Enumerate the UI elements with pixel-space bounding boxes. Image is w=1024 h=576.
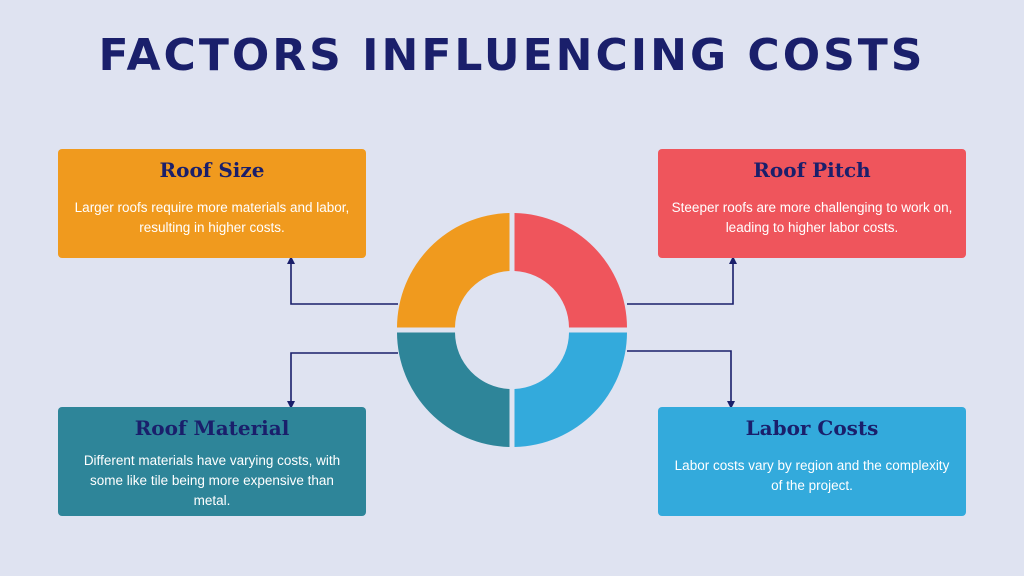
card-description-line: leading to higher labor costs. bbox=[725, 220, 899, 235]
connector-roof-pitch bbox=[627, 256, 737, 305]
card-description-line: resulting in higher costs. bbox=[139, 220, 285, 235]
card-description: Steeper roofs are more challenging to wo… bbox=[670, 198, 954, 238]
card-roof-pitch: Roof Pitch Steeper roofs are more challe… bbox=[658, 149, 966, 258]
ring-segment-labor-costs bbox=[514, 332, 627, 447]
connector-roof-material bbox=[287, 352, 398, 409]
card-title: Roof Size bbox=[159, 158, 265, 182]
card-description: Larger roofs require more materials and … bbox=[70, 198, 354, 238]
card-description-line: Larger roofs require more materials and … bbox=[74, 200, 350, 215]
page-title: FACTORS INFLUENCING COSTS bbox=[98, 30, 926, 81]
card-description-line: Steeper roofs are more challenging to wo… bbox=[671, 200, 953, 215]
card-description-line: metal. bbox=[193, 493, 231, 508]
card-title: Labor Costs bbox=[745, 416, 879, 440]
connector-roof-size bbox=[287, 256, 398, 305]
ring-segment-roof-size bbox=[397, 213, 510, 328]
card-title: Roof Material bbox=[134, 416, 290, 440]
card-labor-costs: Labor Costs Labor costs vary by region a… bbox=[658, 407, 966, 516]
card-title: Roof Pitch bbox=[753, 158, 871, 182]
card-description: Labor costs vary by region and the compl… bbox=[670, 456, 954, 496]
card-roof-material: Roof Material Different materials have v… bbox=[58, 407, 366, 516]
card-description: Different materials have varying costs, … bbox=[70, 451, 354, 511]
connector-labor-costs bbox=[627, 350, 735, 409]
card-description-line: Different materials have varying costs, … bbox=[83, 453, 341, 468]
card-roof-size: Roof Size Larger roofs require more mate… bbox=[58, 149, 366, 258]
ring-segment-roof-material bbox=[397, 332, 510, 447]
card-description-line: some like tile being more expensive than bbox=[90, 473, 334, 488]
card-description-line: Labor costs vary by region and the compl… bbox=[674, 458, 950, 473]
card-description-line: of the project. bbox=[771, 478, 853, 493]
ring-segment-roof-pitch bbox=[514, 213, 627, 328]
